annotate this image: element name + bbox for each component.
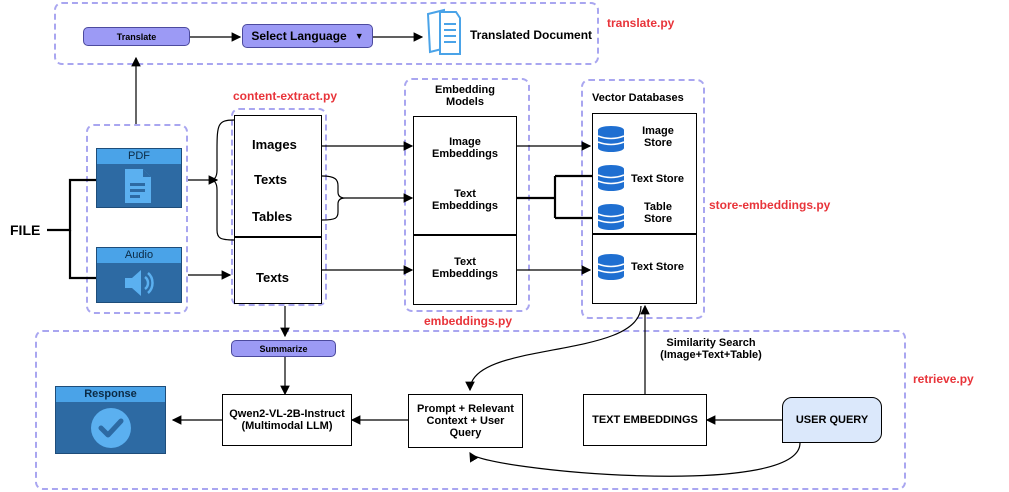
dropdown-caret-icon: ▼: [354, 31, 364, 41]
table-store-label: Table Store: [643, 201, 673, 225]
translate-button[interactable]: Translate: [83, 27, 190, 46]
image-embeddings-label: Image Embeddings: [431, 136, 498, 160]
prompt-box: Prompt + Relevant Context + User Query: [408, 394, 523, 448]
pdf-label: PDF: [97, 149, 181, 164]
retrieve-group: [35, 330, 906, 490]
store-embeddings-script-label: store-embeddings.py: [709, 198, 831, 212]
content-extract-script-label: content-extract.py: [233, 89, 338, 103]
vector-databases-title: Vector Databases: [592, 92, 684, 104]
pdf-card[interactable]: PDF: [96, 148, 182, 208]
text-embeddings-query-label: TEXT EMBEDDINGS: [592, 414, 698, 426]
similarity-search-label: Similarity Search (Image+Text+Table): [660, 337, 762, 361]
summarize-button[interactable]: Summarize: [231, 340, 336, 357]
retrieve-script-label: retrieve.py: [913, 372, 974, 386]
extract-audio-texts: Texts: [256, 270, 289, 285]
llm-label: Qwen2-VL-2B-Instruct (Multimodal LLM): [229, 408, 345, 432]
text-embeddings-box: TEXT EMBEDDINGS: [583, 394, 707, 446]
database-icon: [597, 125, 625, 158]
checkmark-icon: [90, 407, 132, 454]
database-icon: [597, 164, 625, 197]
embedding-audio-box: [413, 235, 517, 305]
text-embeddings-label: Text Embeddings: [431, 188, 498, 212]
response-label: Response: [56, 387, 165, 402]
embedding-models-title: Embedding Models: [435, 84, 495, 108]
user-query-label: USER QUERY: [795, 414, 869, 426]
database-icon: [597, 253, 625, 286]
file-label: FILE: [10, 222, 41, 238]
pdf-document-icon: [125, 169, 151, 208]
translated-document-label: Translated Document: [470, 28, 593, 42]
audio-card[interactable]: Audio: [96, 247, 182, 303]
select-language-dropdown[interactable]: Select Language ▼: [242, 24, 373, 48]
user-query-box[interactable]: USER QUERY: [782, 397, 882, 443]
audio-text-store-label: Text Store: [631, 261, 684, 273]
embeddings-script-label: embeddings.py: [424, 314, 513, 328]
text-store-label: Text Store: [631, 173, 684, 185]
audio-text-embeddings-label: Text Embeddings: [431, 256, 498, 280]
image-store-label: Image Store: [642, 125, 674, 149]
audio-label: Audio: [97, 248, 181, 263]
response-card[interactable]: Response: [55, 386, 166, 454]
extract-images: Images: [252, 137, 297, 152]
extract-tables: Tables: [252, 209, 293, 224]
vector-databases-group: [581, 79, 705, 319]
extract-audio-box: [234, 237, 322, 304]
prompt-label: Prompt + Relevant Context + User Query: [417, 403, 514, 439]
llm-box: Qwen2-VL-2B-Instruct (Multimodal LLM): [222, 394, 352, 446]
translate-group: [54, 2, 599, 65]
select-language-label: Select Language: [251, 29, 347, 43]
extract-pdf-box: [234, 115, 322, 237]
document-stack-icon: [426, 8, 462, 56]
embedding-pdf-box: [413, 116, 517, 235]
speaker-icon: [123, 268, 155, 303]
content-extract-group: [231, 108, 327, 306]
database-icon: [597, 203, 625, 236]
translate-script-label: translate.py: [607, 16, 675, 30]
extract-texts: Texts: [254, 172, 287, 187]
input-files-group: [86, 124, 188, 314]
